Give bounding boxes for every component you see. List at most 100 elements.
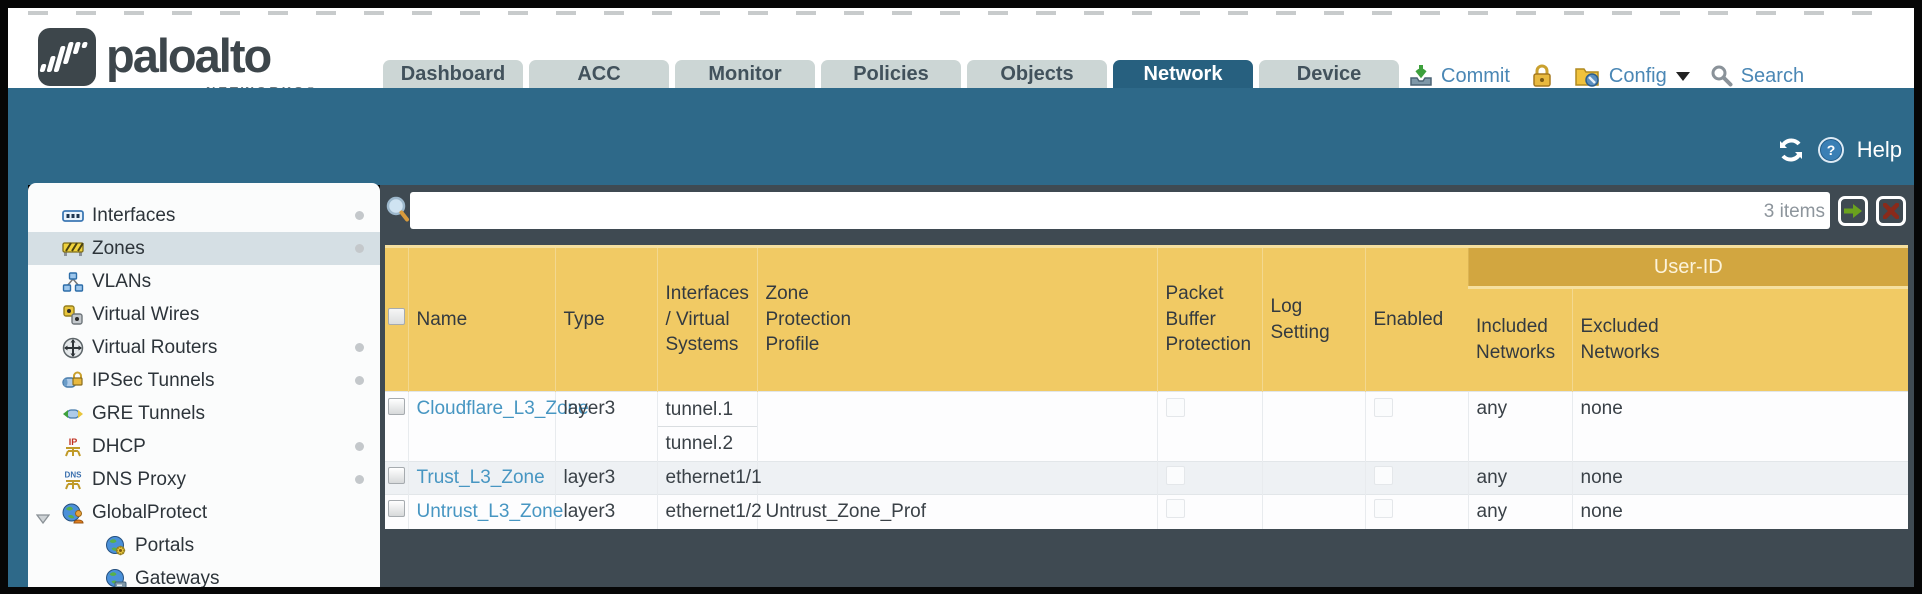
column-header-included-networks[interactable]: Included Networks [1468,286,1572,392]
zone-name-link[interactable]: Cloudflare_L3_Zone [416,398,589,419]
zones-table: Name Type Interfaces / Virtual Systems Z… [385,245,1909,529]
user-id-enabled-checkbox[interactable] [1373,499,1393,519]
globalprotect-icon [62,502,84,524]
config-menu-button[interactable]: Config [1608,64,1667,87]
item-dot [355,376,364,385]
sidebar-item-label: Zones [92,237,145,259]
packet-buffer-protection-checkbox[interactable] [1165,398,1185,417]
zone-name-link[interactable]: Trust_L3_Zone [416,467,545,488]
brand-wordmark: paloalto [106,29,272,82]
sub-header-band: ? Help [8,88,1914,185]
column-header-log-setting[interactable]: Log Setting [1261,245,1365,392]
lock-icon[interactable] [1530,63,1554,89]
sidebar-item-gre-tunnels[interactable]: GRE Tunnels [28,397,380,430]
virtual-wires-icon [62,304,84,326]
ipsec-tunnels-icon [62,370,84,392]
table-row: Untrust_L3_Zone layer3 ethernet1/2 Untru… [385,494,1909,529]
user-id-enabled-checkbox[interactable] [1373,465,1393,485]
column-header-excluded-networks[interactable]: Excluded Networks [1571,286,1909,392]
dns-proxy-icon: DNS [62,469,84,491]
table-row: Trust_L3_Zone layer3 ethernet1/1 any non… [385,461,1909,495]
column-header-name[interactable]: Name [407,245,555,392]
sidebar-item-vlans[interactable]: VLANs [28,265,380,298]
chevron-down-icon[interactable] [1675,71,1690,81]
column-header-zone-protection-profile[interactable]: Zone Protection Profile [756,245,1157,392]
sidebar-item-portals[interactable]: Portals [28,529,380,562]
sidebar-item-label: GRE Tunnels [92,402,205,424]
commit-button[interactable]: Commit [1441,64,1510,87]
interface-entry: tunnel.2 [665,433,734,454]
packet-buffer-protection-checkbox[interactable] [1165,499,1185,519]
help-link[interactable]: Help [1856,137,1902,162]
row-checkbox[interactable] [388,466,405,484]
tab-policies[interactable]: Policies [821,60,961,88]
sidebar-item-label: Interfaces [92,204,176,226]
refresh-icon[interactable] [1777,136,1805,164]
paloalto-logo: paloalto NETWORKS® [38,28,315,99]
item-dot [355,442,364,451]
tab-acc[interactable]: ACC [529,60,669,88]
search-icon[interactable] [1710,64,1734,88]
zone-type-cell: layer3 [554,494,657,529]
apply-filter-button[interactable] [1838,196,1868,226]
zone-type-cell: layer3 [554,461,657,495]
sidebar-item-virtual-routers[interactable]: Virtual Routers [28,331,380,364]
search-button[interactable]: Search [1740,64,1805,87]
row-checkbox[interactable] [388,398,405,415]
zone-protection-profile-cell [756,461,1157,495]
sidebar-item-gateways[interactable]: Gateways [28,562,380,587]
interfaces-icon [62,205,84,227]
log-setting-cell [1261,391,1365,462]
tab-objects[interactable]: Objects [967,60,1107,88]
sidebar-item-zones[interactable]: Zones [28,232,380,265]
column-header-packet-buffer-protection[interactable]: Packet Buffer Protection [1156,245,1262,392]
excluded-networks-cell: none [1571,391,1909,462]
zone-interfaces-cell: tunnel.1 tunnel.2 [656,391,757,462]
item-dot [355,475,364,484]
filter-search-icon [386,196,409,222]
tab-device[interactable]: Device [1259,60,1399,88]
gre-tunnels-icon [62,403,84,425]
network-sidebar: Interfaces Zones VLANs Virtual Wires Vir… [28,183,380,587]
item-dot [355,343,364,352]
row-checkbox[interactable] [388,500,405,518]
sidebar-item-globalprotect[interactable]: GlobalProtect [28,496,380,529]
sidebar-item-label: Gateways [135,567,220,588]
tab-dashboard[interactable]: Dashboard [383,60,523,88]
sidebar-item-label: Virtual Routers [92,336,218,358]
portals-icon [105,535,127,557]
gateways-icon [105,568,127,587]
commit-icon[interactable] [1408,63,1434,89]
sidebar-item-label: Portals [135,534,195,556]
sidebar-item-dns-proxy[interactable]: DNS DNS Proxy [28,463,380,496]
sidebar-item-dhcp[interactable]: IP DHCP [28,430,380,463]
column-header-interfaces[interactable]: Interfaces / Virtual Systems [656,245,757,392]
packet-buffer-protection-checkbox[interactable] [1165,465,1185,485]
expand-triangle-icon[interactable] [35,508,51,530]
column-header-enabled[interactable]: Enabled [1364,245,1468,392]
virtual-routers-icon [62,337,84,359]
left-gutter [8,185,28,587]
sidebar-item-virtual-wires[interactable]: Virtual Wires [28,298,380,331]
user-id-enabled-checkbox[interactable] [1373,398,1393,417]
zone-protection-profile-cell: Untrust_Zone_Prof [756,494,1157,529]
zone-type-cell: layer3 [554,391,657,462]
item-dot [355,244,364,253]
config-folder-icon[interactable] [1574,63,1602,89]
sidebar-item-label: VLANs [92,270,152,292]
sidebar-item-label: Virtual Wires [92,303,200,325]
svg-text:DNS: DNS [65,470,83,479]
sidebar-item-interfaces[interactable]: Interfaces [28,199,380,232]
sidebar-item-ipsec-tunnels[interactable]: IPSec Tunnels [28,364,380,397]
zone-name-link[interactable]: Untrust_L3_Zone [416,500,564,522]
filter-input[interactable] [410,192,1830,229]
sidebar-item-label: DHCP [92,435,146,457]
item-dot [355,211,364,220]
green-arrow-icon [1844,204,1862,218]
help-icon[interactable]: ? [1817,136,1845,164]
clear-filter-button[interactable] [1876,196,1906,226]
column-header-type[interactable]: Type [554,245,657,392]
tab-network[interactable]: Network [1113,60,1253,88]
tab-monitor[interactable]: Monitor [675,60,815,88]
select-all-checkbox[interactable] [388,308,405,325]
